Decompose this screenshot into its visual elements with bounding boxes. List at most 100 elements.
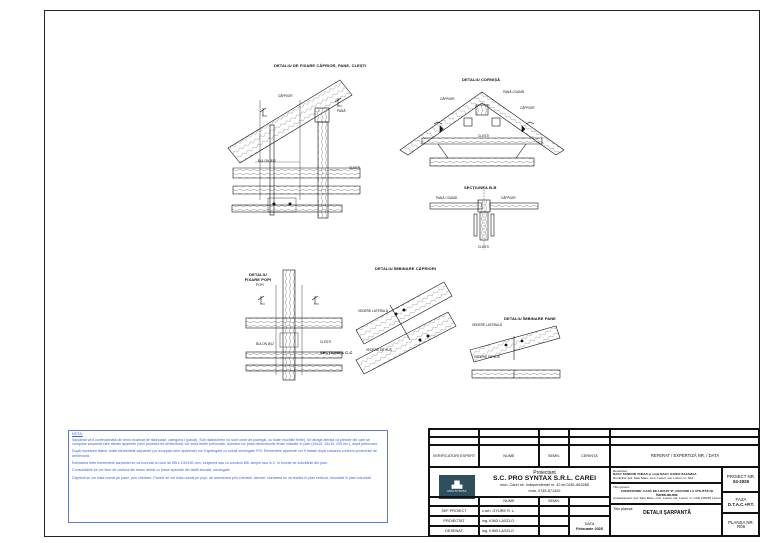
logo-text: PRO SYNTAX — [447, 489, 467, 493]
tb-role: ȘEF PROIECT — [429, 506, 479, 516]
label-pana: PANĂ — [337, 109, 346, 113]
tb-role: PROIECTAT — [429, 516, 479, 526]
label-vedere-laterala-2: VEDERE LATERALĂ — [472, 323, 503, 327]
tb-person: ing. KIND LASZLO — [479, 526, 539, 537]
label-caprior-right: CĂPRIOR — [520, 106, 535, 110]
tb-empty — [429, 497, 479, 506]
tb-beneficiar: Beneficiar: NAGY SANDOR TAMAS și soția N… — [610, 467, 722, 483]
tb-empty — [610, 429, 760, 437]
detail-title-purlin-joint: DETALIU ÎMBINARE PANE — [504, 316, 556, 321]
label-popi: POPI — [256, 283, 264, 287]
title-block: VERIFICATORI EXPERT NUME SEMN. CERINȚA R… — [428, 428, 760, 537]
detail-rafter-purlin — [227, 79, 361, 219]
tb-company-address: mun. Carei str. Independenței nr. 42 tel… — [500, 483, 589, 487]
tb-empty — [429, 429, 479, 437]
tb-empty — [610, 437, 760, 445]
tb-titlu-plansa: Titlu planșa: DETALII ȘARPANTĂ — [610, 504, 722, 537]
tb-signature — [539, 516, 569, 526]
tb-data-label: DATA — [584, 522, 595, 527]
tb-faza-label: FAZA — [735, 497, 747, 503]
tb-titlu-plansa-label: Titlu planșa: — [613, 507, 634, 511]
tb-proiectant-label: Proiectant — [533, 470, 556, 476]
detail-title-rafter-purlin: DETALIU DE FIXARE CĂPRIOR, PANE, CLEȘTI — [274, 63, 367, 68]
tb-amplasament: Amplasament: jud. Satu Mare, com. Lazuri… — [613, 496, 721, 501]
tb-role: DESENAT — [429, 526, 479, 537]
tb-titlu-proiect: Titlu proiect: CONSTRUIRE: CASĂ DE LOCUI… — [610, 483, 722, 504]
detail-rafter-joint — [355, 281, 457, 375]
tb-semn-header: SEMN. — [539, 445, 569, 467]
note-paragraph: Îmbinarea între elementele șarpantei se … — [72, 461, 328, 466]
note-paragraph: După montarea lățimii, toate elementele … — [72, 449, 378, 458]
label-pana-coama-bb: PANĂ COAMĂ — [436, 196, 458, 200]
label-vedere-de-sus: VEDERE DE SUS — [366, 348, 392, 352]
notes-box: NOTA: Șarpanta va fi confecționată din l… — [68, 430, 388, 523]
tb-empty — [569, 437, 610, 445]
note-paragraph: Șarpanta va fi confecționată din lemn ec… — [72, 437, 379, 447]
tb-proiect-nr-label: PROIECT NR. — [726, 474, 756, 480]
detail-title-cornice: DETALIU CORNIȘĂ — [462, 77, 501, 82]
tb-titlu-proiect-value: CONSTRUIRE: CASĂ DE LOCUIT 'P', RACORD L… — [620, 488, 714, 497]
tb-empty — [479, 437, 539, 445]
detail-props — [245, 269, 343, 381]
tb-company-mobile: mob. 0745-571420 — [528, 489, 561, 493]
tb-empty — [569, 429, 610, 437]
tb-empty — [539, 437, 569, 445]
tb-empty — [429, 437, 479, 445]
section-title-b-b: SECȚIUNEA B-B — [464, 185, 497, 190]
note-paragraph: Căpriorii se vor trata numai pe pane, pr… — [72, 475, 372, 480]
detail-title-rafter-joint: DETALIU ÎMBINARE CĂPRIORI — [375, 266, 437, 271]
tb-titlu-proiect-label: Titlu proiect: — [613, 485, 630, 490]
tb-person: c.arh. GYURE R. L. — [479, 506, 539, 516]
tb-company-border — [429, 467, 610, 497]
tb-semn-col: SEMN. — [539, 497, 569, 506]
section-title-c-c: SECȚIUNEA C-C — [320, 350, 353, 355]
tb-plansa-nr-value: R06 — [736, 524, 746, 529]
tb-faza: FAZA D.T.A.C.+P.T. — [722, 492, 760, 513]
tb-person: ing. KIND LASZLO — [479, 516, 539, 526]
building-icon: ▟▙ — [451, 482, 463, 489]
tb-data-value: Februarie 2025 — [576, 526, 603, 531]
label-clesti: CLEȘTI — [349, 166, 361, 170]
tb-beneficiar-label: Beneficiar: — [613, 468, 628, 473]
section-b-b — [429, 186, 539, 250]
tb-signature — [539, 506, 569, 516]
tb-empty — [479, 429, 539, 437]
tb-beneficiar-addr: Domiciliul: jud. Satu Mare, com. Lazuri,… — [613, 475, 693, 480]
tb-verificatori: VERIFICATORI EXPERT — [429, 445, 479, 467]
label-caprior-cornice: CĂPRIOR — [440, 97, 455, 101]
label-pana-coama: PANĂ COAMĂ — [503, 90, 525, 94]
detail-title-props: DETALIU FIXARE POPI — [244, 272, 272, 282]
tb-empty — [569, 506, 610, 516]
tb-signature — [539, 526, 569, 537]
tb-plansa-nr: PLANȘA NR. R06 — [722, 513, 760, 537]
tb-company-info: Proiectant S.C. PRO SYNTAX S.R.L. CAREI … — [479, 467, 610, 497]
label-caprior-bb: CĂPRIOR — [501, 196, 516, 200]
tb-cerinta-header: CERINȚA — [569, 445, 610, 467]
label-caprior: CĂPRIOR — [278, 94, 293, 98]
tb-nume-header: NUME — [479, 445, 539, 467]
tb-proiect-nr: PROIECT NR. 04-2026 — [722, 467, 760, 492]
tb-company-name: S.C. PRO SYNTAX S.R.L. CAREI — [493, 475, 596, 482]
drawing-sheet — [44, 10, 760, 537]
tb-plansa-nr-label: PLANȘA NR. — [728, 519, 754, 525]
tb-nume-col: NUME — [479, 497, 539, 506]
label-bulon: BULON Ø12 — [258, 159, 276, 163]
tb-referat-header: REFERAT / EXPERTIZĂ NR. / DATA — [610, 445, 760, 467]
tb-proiect-nr-value: 04-2026 — [732, 478, 750, 484]
notes-title: NOTA: — [72, 432, 83, 436]
label-bulon-props: BULON Ø12 — [256, 342, 274, 346]
tb-empty — [539, 429, 569, 437]
label-clesti-bb: CLEȘTI — [478, 245, 490, 249]
note-paragraph: Consolidările se vor face de centura din… — [72, 468, 231, 473]
label-clesti-cornice: CLEȘTI — [478, 134, 490, 138]
tb-titlu-plansa-value: DETALII ȘARPANTĂ — [643, 510, 691, 517]
label-vedere-de-sus-2: VEDERE DE SUS — [474, 355, 500, 359]
tb-data: DATA Februarie 2025 — [569, 516, 610, 537]
tb-empty — [569, 497, 610, 506]
label-clesti-props: CLEȘTI — [320, 340, 332, 344]
tb-faza-value: D.T.A.C.+P.T. — [727, 501, 755, 507]
company-logo: ▟▙ PRO SYNTAX — [439, 475, 475, 499]
label-vedere-laterala: VEDERE LATERALĂ — [358, 309, 389, 313]
detail-cornice — [399, 91, 565, 167]
